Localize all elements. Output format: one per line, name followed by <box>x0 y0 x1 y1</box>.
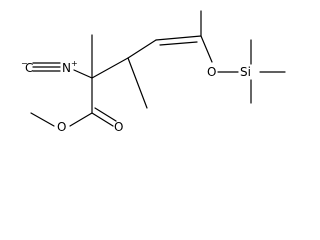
carbonyl-double-bond <box>91 107 117 127</box>
isocyanide-nitrogen-charge: + <box>71 59 78 68</box>
ester-single-oxygen-label: O <box>57 120 66 134</box>
molecule-structure: − C N + O Si O O <box>21 10 286 134</box>
alkene-to-oxygen-bond <box>200 35 213 63</box>
silicon-label: Si <box>240 65 251 79</box>
ester-oxygen-to-methyl-bond <box>30 112 55 127</box>
alkene-double-bond <box>155 35 202 46</box>
isocyanide-carbon-label: C <box>25 61 33 75</box>
carbonyl-oxygen-label: O <box>114 120 123 134</box>
ether-oxygen-label: O <box>207 65 216 79</box>
isocyanide-nitrogen-label: N <box>62 61 71 75</box>
ch-methyl-bond <box>127 57 148 109</box>
n-to-quaternary-carbon-bond <box>73 69 93 79</box>
carbonyl-to-ester-oxygen-bond <box>69 112 93 127</box>
isocyanide-carbon-charge: − <box>21 59 28 68</box>
quaternary-to-ch-bond <box>91 57 129 79</box>
ch-to-vinyl-bond <box>127 39 157 59</box>
isocyanide-triple-bond <box>32 62 61 72</box>
